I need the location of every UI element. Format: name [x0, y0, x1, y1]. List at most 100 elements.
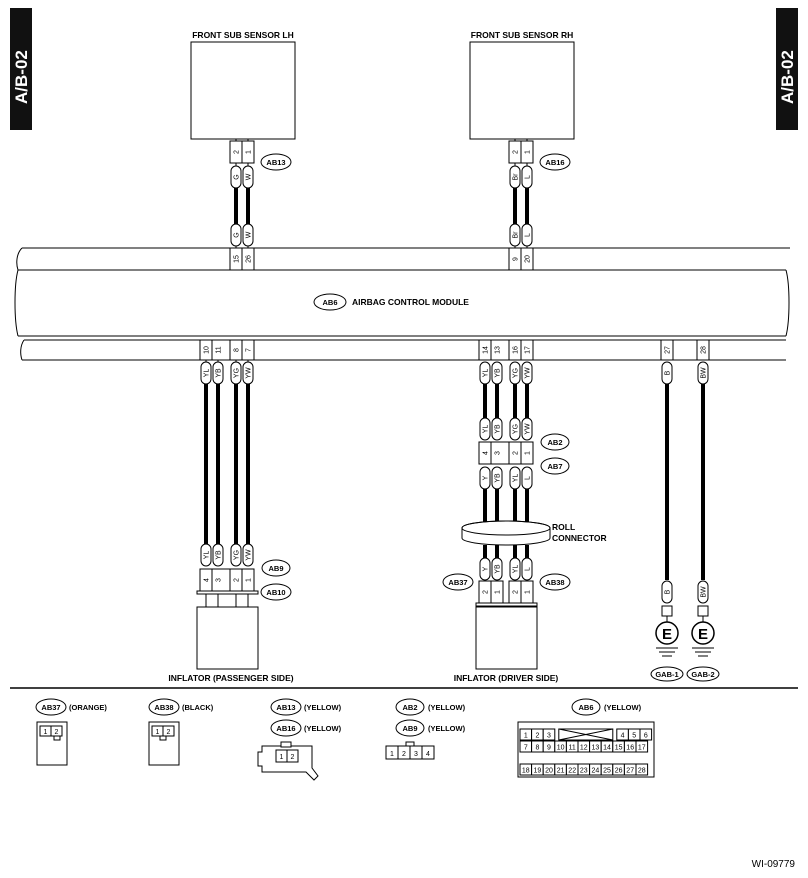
- driver-color-bot-1: YB: [495, 564, 502, 574]
- ab6-pin-r3-9: 27: [626, 768, 634, 775]
- rh-color-top-1-pill: [521, 165, 533, 189]
- ground1-color-bot: B: [665, 589, 672, 594]
- ab37-badge-label: AB37: [448, 578, 467, 587]
- ab6-pin-r2-10-cell: [635, 740, 649, 753]
- ab6-pin-r2-1: 8: [535, 745, 539, 752]
- passenger-module-pins-box: [199, 339, 255, 361]
- inflator-passenger: [196, 606, 259, 670]
- driver-color-top-1: YB: [495, 368, 502, 378]
- ab16-badge-label: AB16: [545, 158, 564, 167]
- lh-sensor-pins-pin-0: 2: [234, 150, 241, 154]
- ab10-plate: [196, 590, 259, 595]
- lh-color-bot-0: G: [234, 232, 241, 237]
- ab9-pins-pin-3: 1: [246, 578, 253, 582]
- legend-ab37: AB37 (ORANGE) 1 2: [35, 698, 107, 766]
- ab6-pin-r3-10-cell: [635, 763, 649, 776]
- legend-ab16-pin2: 2: [291, 754, 295, 761]
- legend-ab38-name: AB38: [154, 703, 173, 712]
- legend-ab13-name: AB13: [276, 703, 295, 712]
- passenger-color-top-3: YW: [246, 367, 253, 379]
- ab2-pins-pin-0: 4: [483, 451, 490, 455]
- ab2-badge: AB2: [540, 433, 570, 451]
- rh-module-pins-pin-0: 9: [513, 257, 520, 261]
- passenger-color-bot-1-pill: [212, 543, 224, 567]
- ab6-pin-r3-7: 25: [603, 768, 611, 775]
- rh-color-bot-1: L: [525, 233, 532, 237]
- ab6-pin-r3-2: 20: [545, 768, 553, 775]
- lh-sensor-pins-pin-1: 1: [246, 150, 253, 154]
- ab9-badge-label: AB9: [268, 564, 283, 573]
- ab16-badge: AB16: [539, 153, 571, 171]
- driver-color-mid-1: YB: [495, 424, 502, 434]
- ab7-badge: AB7: [540, 457, 570, 475]
- lh-color-bot-0-pill: [230, 223, 242, 247]
- legend-ab16-color: (YELLOW): [304, 724, 342, 733]
- driver-color-bot-2: YL: [513, 565, 520, 574]
- ground-gab2-symbol: E: [698, 626, 708, 643]
- legend-ab6-color: (YELLOW): [604, 703, 642, 712]
- ground1-color-top: B: [665, 370, 672, 375]
- ab2-pins-pin-1: 3: [495, 451, 502, 455]
- driver-plate: [475, 602, 538, 607]
- driver-color-bot-0: Y: [483, 566, 490, 571]
- ab6-pin-r2-7: 14: [603, 745, 611, 752]
- ab6-badge-label: AB6: [322, 298, 337, 307]
- front-sub-sensor-rh: [469, 41, 575, 140]
- rh-color-bot-1-pill: [521, 223, 533, 247]
- passenger-module-pins-pin-1: 11: [216, 346, 223, 353]
- ab7-badge-label: AB7: [547, 462, 562, 471]
- passenger-color-top-0: YL: [204, 369, 211, 378]
- legend-ab9-name: AB9: [402, 724, 417, 733]
- ab37-pins-pin-1: 1: [495, 590, 502, 594]
- front-sub-sensor-lh: [190, 41, 296, 140]
- passenger-color-bot-0: YL: [204, 551, 211, 560]
- ab37-badge: AB37: [442, 573, 474, 591]
- ab6-pin-r2-0: 7: [524, 745, 528, 752]
- roll-connector: [461, 520, 551, 546]
- roll-connector-label-2: CONNECTOR: [552, 533, 607, 543]
- ground-gab1-symbol: E: [662, 626, 672, 643]
- legend-ab2-name: AB2: [402, 703, 417, 712]
- ab6-pin-r1-5: 6: [644, 733, 648, 740]
- ab6-pin-r1-0: 1: [524, 733, 528, 740]
- ab6-pin-r3-3: 21: [557, 768, 565, 775]
- legend-ab38-pin1: 1: [156, 729, 160, 736]
- rh-color-bot-0-pill: [509, 223, 521, 247]
- ab6-pin-r3-5: 23: [580, 768, 588, 775]
- rh-color-bot-0: Br: [513, 231, 520, 239]
- driver-color-top-3: YW: [525, 367, 532, 379]
- rh-sensor-pins-pin-1: 1: [525, 150, 532, 154]
- legend-ab16-name: AB16: [276, 724, 295, 733]
- legend-ab38-pin2: 2: [167, 729, 171, 736]
- ab2-badge-label: AB2: [547, 438, 562, 447]
- ab6-pin-r3-0: 18: [522, 768, 530, 775]
- side-tab-right: A/B-02: [776, 8, 798, 130]
- driver-color-lower-0: Y: [483, 475, 490, 480]
- ground2-module-pin: 28: [701, 346, 708, 354]
- lh-module-pins-pin-1: 26: [246, 255, 253, 263]
- passenger-color-bot-0-pill: [200, 543, 212, 567]
- ground2-color-bot-pill: [697, 580, 709, 604]
- ab13-badge-label: AB13: [266, 158, 285, 167]
- ab2-pins-box: [478, 441, 534, 465]
- lh-color-top-0-pill: [230, 165, 242, 189]
- ground2-color-top: BW: [701, 367, 708, 379]
- ab6-pin-r3-10: 28: [638, 768, 646, 775]
- lh-color-bot-1-pill: [242, 223, 254, 247]
- lh-color-bot-1: W: [246, 231, 253, 238]
- ab38-badge: AB38: [539, 573, 571, 591]
- legend-ab38: AB38 (BLACK) 1 2: [148, 698, 214, 766]
- figure-id: WI-09779: [752, 859, 796, 870]
- driver-color-mid-1-pill: [491, 417, 503, 441]
- legend-ab2-color: (YELLOW): [428, 703, 466, 712]
- ab9-pins-pin-0: 4: [204, 578, 211, 582]
- ab38-badge-label: AB38: [545, 578, 564, 587]
- ab6-pin-r1-1: 2: [535, 733, 539, 740]
- passenger-color-bot-3: YW: [246, 549, 253, 561]
- driver-color-lower-3: L: [525, 476, 532, 480]
- driver-color-mid-3-pill: [521, 417, 533, 441]
- front-sub-sensor-rh-label: FRONT SUB SENSOR RH: [471, 30, 573, 40]
- legend-ab9-pin2: 2: [402, 751, 406, 758]
